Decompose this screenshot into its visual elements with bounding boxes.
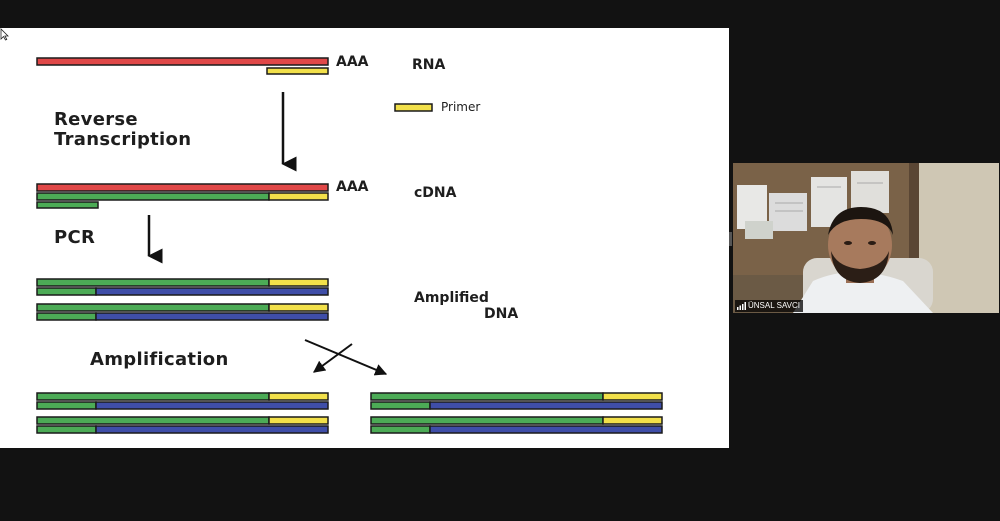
rt-pcr-diagram <box>36 57 663 434</box>
participant-name-tag: ÜNSAL SAVCI <box>735 300 804 312</box>
amp2-green-short <box>36 312 97 321</box>
amp1-blue <box>95 287 329 296</box>
reverse-label: Reverse <box>54 109 138 130</box>
transcription-label: Transcription <box>54 129 192 150</box>
right-b-blue <box>429 425 663 434</box>
amp2-blue <box>95 312 329 321</box>
right-a-yellow <box>602 392 663 401</box>
primer-legend-swatch <box>394 103 433 112</box>
amplification-label: Amplification <box>90 349 229 370</box>
video-panel-resize-handle[interactable] <box>729 232 732 246</box>
rna-strand <box>36 57 329 66</box>
polya-tail-label: AAA <box>336 54 369 70</box>
right-b-green <box>370 416 604 425</box>
right-a-green <box>370 392 604 401</box>
left-a-yellow <box>268 392 329 401</box>
cdna-green-strand <box>36 192 270 201</box>
left-b-yellow <box>268 416 329 425</box>
right-a-green-short <box>370 401 431 410</box>
left-b-green-short <box>36 425 97 434</box>
primer-label: Primer <box>441 100 481 114</box>
participant-video-tile[interactable]: ÜNSAL SAVCI <box>733 163 999 313</box>
signal-bars-icon <box>737 302 746 310</box>
presentation-slide: AAA RNA Primer Reverse Transcription AAA… <box>0 28 729 448</box>
amplified-label: Amplified <box>414 290 489 306</box>
cdna-label: cDNA <box>414 185 457 201</box>
amp2-green <box>36 303 270 312</box>
cdna-primer-segment <box>268 192 329 201</box>
amplification-arrow-left <box>313 343 353 373</box>
participant-video-feed <box>733 163 999 313</box>
rna-label: RNA <box>412 57 446 73</box>
amp1-green <box>36 278 270 287</box>
amp1-green-short <box>36 287 97 296</box>
left-a-green-short <box>36 401 97 410</box>
amp1-yellow <box>268 278 329 287</box>
right-a-blue <box>429 401 663 410</box>
participant-name: ÜNSAL SAVCI <box>748 301 801 310</box>
pcr-label: PCR <box>54 227 96 248</box>
dna-label: DNA <box>484 306 519 322</box>
mouse-cursor-icon <box>0 28 9 41</box>
left-a-blue <box>95 401 329 410</box>
cdna-rna-strand <box>36 183 329 192</box>
left-b-blue <box>95 425 329 434</box>
cdna-polya-label: AAA <box>336 179 369 195</box>
left-b-green <box>36 416 270 425</box>
amplification-arrow-right <box>304 339 388 376</box>
primer-on-rna <box>266 67 329 75</box>
left-a-green <box>36 392 270 401</box>
cdna-short-green <box>36 201 99 209</box>
right-b-yellow <box>602 416 663 425</box>
right-b-green-short <box>370 425 431 434</box>
amp2-yellow <box>268 303 329 312</box>
